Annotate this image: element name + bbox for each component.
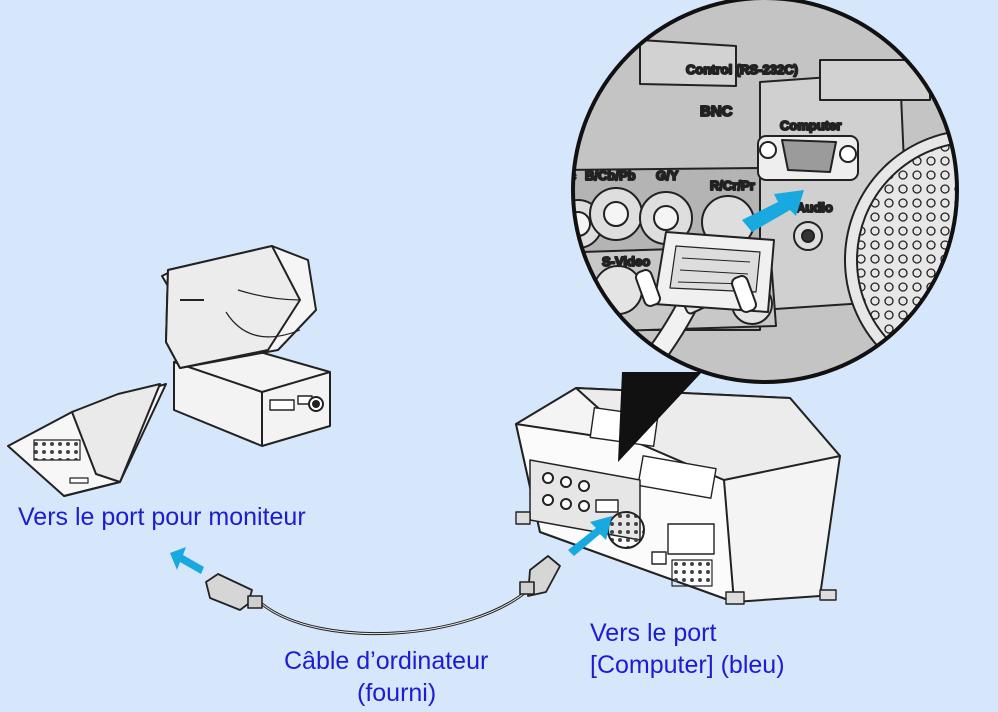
zoom-pointer bbox=[618, 372, 702, 462]
crt-monitor bbox=[161, 245, 331, 447]
computer-port-label-line1: Vers le port bbox=[590, 619, 717, 647]
r-cr-pr-label: R/Cr/Pr bbox=[710, 178, 755, 193]
audio-label: Audio bbox=[796, 200, 833, 215]
control-port-label: Control (RS-232C) bbox=[686, 62, 798, 77]
g-y-label: G/Y bbox=[656, 168, 679, 183]
arrow-to-monitor-port bbox=[170, 547, 204, 574]
arrow-to-projector-port bbox=[568, 516, 612, 556]
computer-port-label: Computer bbox=[780, 118, 841, 133]
arrow-into-computer-port bbox=[742, 190, 804, 232]
projector bbox=[515, 387, 841, 605]
r-label: R bbox=[563, 250, 573, 265]
computer-port-label-line2: [Computer] (bleu) bbox=[590, 651, 785, 679]
cable-label-line1: Câble d’ordinateur bbox=[284, 647, 489, 675]
b-cb-pb-label: B/Cb/Pb bbox=[585, 168, 636, 183]
bnc-label: BNC bbox=[700, 103, 733, 120]
laptop bbox=[7, 383, 167, 497]
cable-label-line2: (fourni) bbox=[357, 679, 437, 707]
magnified-panel-view: Control (RS-232C) BNC Computer Sync B/Cb… bbox=[563, 0, 959, 384]
s-video-label: S-Video bbox=[602, 254, 650, 269]
monitor-port-label: Vers le port pour moniteur bbox=[18, 503, 306, 531]
computer-cable bbox=[205, 555, 561, 636]
